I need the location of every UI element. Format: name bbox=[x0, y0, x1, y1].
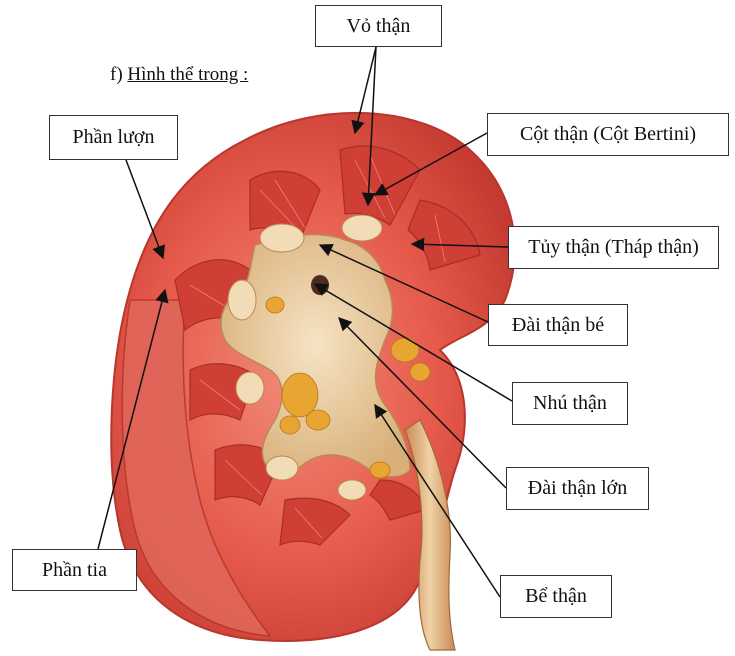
label-phan-luon: Phần lượn bbox=[49, 115, 178, 160]
label-phan-tia: Phần tia bbox=[12, 549, 137, 591]
label-nhu-than: Nhú thận bbox=[512, 382, 628, 425]
label-be-than: Bể thận bbox=[500, 575, 612, 618]
label-cot-than: Cột thận (Cột Bertini) bbox=[487, 113, 729, 156]
renal-papilla bbox=[311, 275, 329, 295]
section-heading: f) Hình thể trong : bbox=[110, 64, 248, 86]
label-dai-than-be: Đài thận bé bbox=[488, 304, 628, 346]
label-dai-than-lon: Đài thận lớn bbox=[506, 467, 649, 510]
heading-prefix: f) bbox=[110, 64, 123, 85]
heading-title: Hình thể trong : bbox=[127, 64, 248, 85]
label-tuy-than: Tủy thận (Tháp thận) bbox=[508, 226, 719, 269]
label-vo-than: Vỏ thận bbox=[315, 5, 442, 47]
